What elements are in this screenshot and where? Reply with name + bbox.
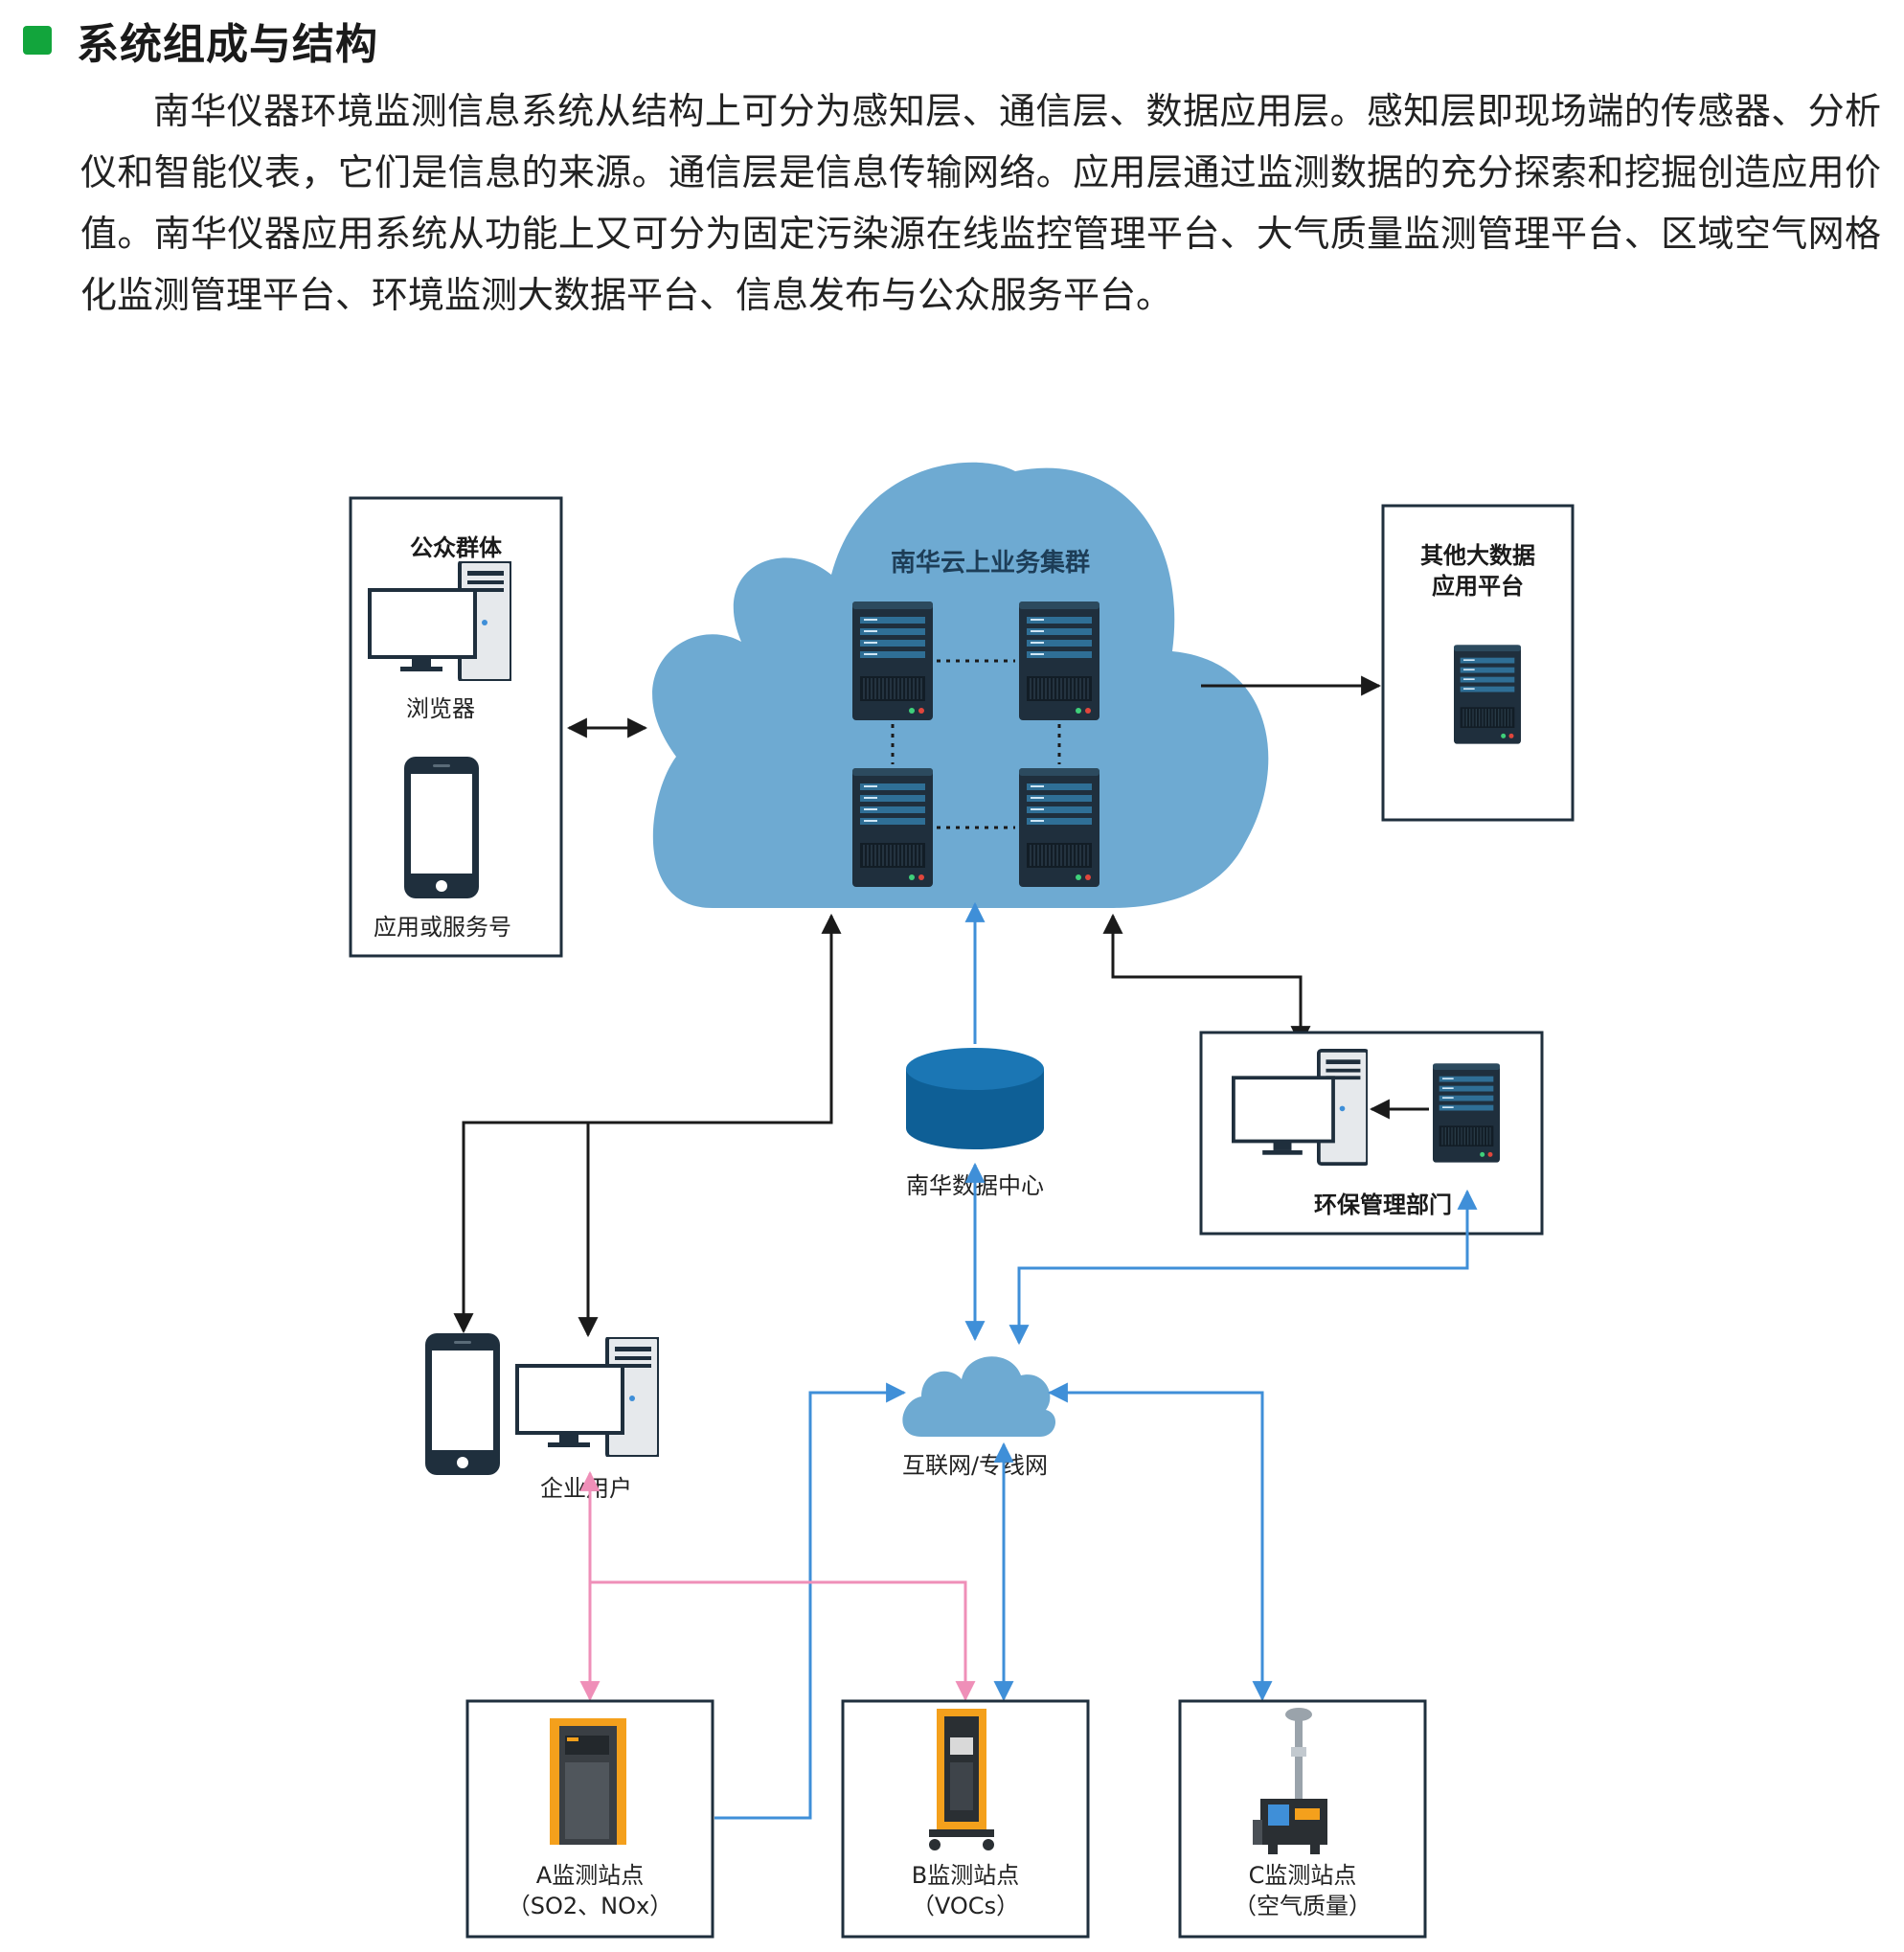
enterprise-stationB-arrow [590,1580,976,1702]
station-c-line2: （空气质量） [1234,1893,1371,1919]
envdept-server-icon [1433,1062,1500,1164]
enterprise-users: 企业用户 [425,1333,659,1502]
cloud-envdept-arrow [1102,913,1311,1047]
internet-stationC-arrow [1047,1382,1273,1702]
station-c-line1: C监测站点 [1249,1862,1357,1889]
cloud-to-phone-arrow [453,913,842,1334]
cluster-server-icon [1019,768,1099,887]
section-title: 系统组成与结构 [77,20,378,69]
station-b-box: B监测站点 （VOCs） [841,1699,1090,1939]
public-group-title: 公众群体 [410,534,503,561]
internet-cloud: 互联网/专线网 [902,1356,1056,1479]
analyzer-cabinet-icon [550,1718,626,1845]
browser-label: 浏览器 [406,695,475,722]
station-c-box: C监测站点 （空气质量） [1178,1699,1427,1939]
green-square-bullet-icon [23,26,52,55]
intro-paragraph: 南华仪器环境监测信息系统从结构上可分为感知层、通信层、数据应用层。感知层即现场端… [80,90,1881,316]
bigdata-title-line1: 其他大数据 [1420,542,1535,569]
internet-envdept-arrow [1009,1189,1478,1346]
cluster-server-icon [852,768,933,887]
bigdata-platform-box: 其他大数据 应用平台 [1381,504,1575,822]
station-a-line2: （SO2、NOx） [508,1893,672,1919]
public-group-box: 公众群体 浏览器 应用或服务号 [349,496,563,958]
section-header: 系统组成与结构 [23,11,378,69]
enterprise-desktop-icon [515,1337,659,1457]
voc-analyzer-icon [929,1709,994,1850]
app-phone-icon [404,757,479,898]
station-a-line1: A监测站点 [536,1862,644,1889]
station-b-line1: B监测站点 [912,1862,1019,1889]
cloud-cluster-title: 南华云上业务集群 [891,548,1090,578]
env-dept-label: 环保管理部门 [1314,1192,1452,1218]
internet-label: 互联网/专线网 [902,1452,1048,1479]
data-center: 南华数据中心 [906,1048,1044,1199]
bigdata-title-line2: 应用平台 [1432,573,1524,600]
enterprise-phone-icon [425,1333,500,1475]
station-b-line2: （VOCs） [912,1893,1019,1919]
nanhua-cloud-cluster: 南华云上业务集群 [652,462,1269,908]
env-dept-box: 环保管理部门 [1199,1031,1544,1236]
stationA-to-internet-arrow [714,1382,907,1820]
app-label: 应用或服务号 [374,914,511,941]
enterprise-users-label: 企业用户 [540,1475,632,1502]
bigdata-server-icon [1454,644,1521,745]
cluster-server-icon [1019,601,1099,720]
station-a-box: A监测站点 （SO2、NOx） [465,1699,714,1939]
cluster-server-icon [852,601,933,720]
